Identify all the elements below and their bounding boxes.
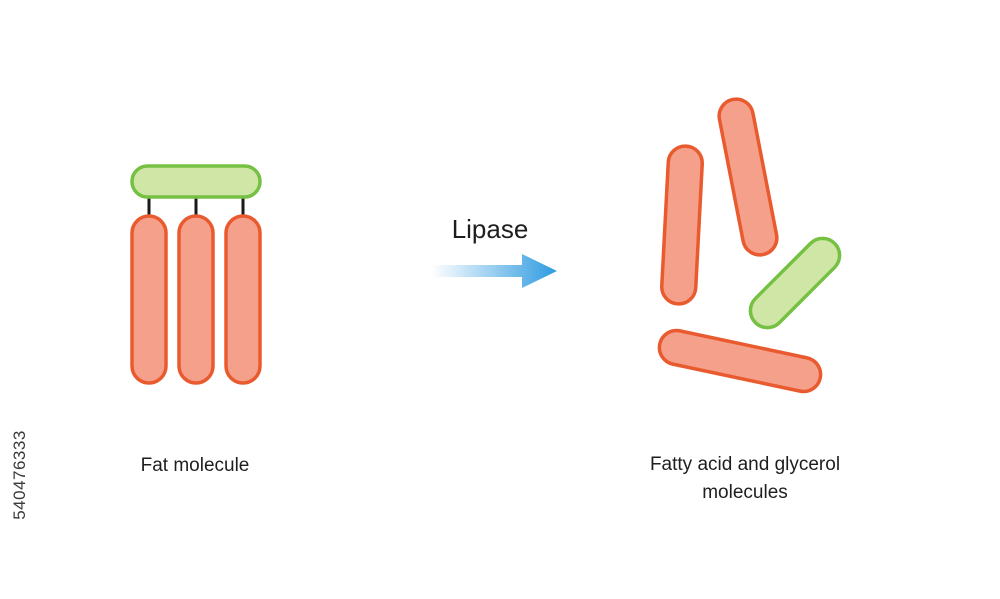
fat-molecule-label: Fat molecule xyxy=(95,452,295,480)
glycerol-backbone xyxy=(130,164,262,199)
stock-id-text: 540476333 xyxy=(10,430,29,520)
fat-molecule xyxy=(130,164,262,385)
enzyme-label: Lipase xyxy=(451,214,529,244)
fatty-acid-chain xyxy=(130,214,168,385)
products xyxy=(657,97,842,394)
glycerol-molecule xyxy=(748,236,842,330)
fatty-acid-molecule xyxy=(657,328,823,394)
products-label: Fatty acid and glycerol molecules xyxy=(590,451,900,507)
reaction-arrow xyxy=(432,254,557,288)
fatty-acid-molecule xyxy=(660,144,704,306)
fatty-acid-chain xyxy=(224,214,262,385)
stock-id-watermark: 540476333 xyxy=(8,360,32,590)
ester-bonds xyxy=(147,197,245,216)
fatty-acid-chain xyxy=(177,214,215,385)
arrow-shaft-and-head xyxy=(432,254,557,288)
products-label-line1: Fatty acid and glycerol xyxy=(649,454,841,475)
products-label-line2: molecules xyxy=(702,482,788,503)
fatty-acid-molecule xyxy=(717,97,779,257)
fat-molecule-label-text: Fat molecule xyxy=(140,455,250,476)
